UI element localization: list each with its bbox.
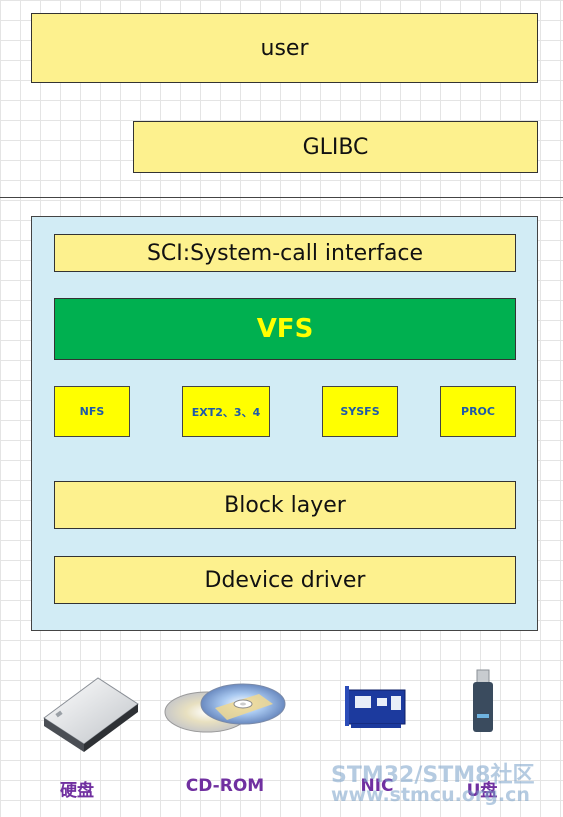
fs-ext: EXT2、3、4 [182, 386, 270, 437]
watermark-line2: www.stmcu.org.cn [331, 784, 530, 806]
fs-label: NFS [79, 405, 105, 418]
user-kernel-divider [0, 197, 563, 198]
device-label-nic: NIC [360, 776, 394, 796]
sci-layer: SCI:System-call interface [54, 234, 516, 272]
user-layer: user [31, 13, 538, 83]
glibc-label: GLIBC [302, 134, 369, 160]
fs-proc: PROC [440, 386, 516, 437]
usb-drive-icon [473, 669, 493, 732]
device-label-cdrom: CD-ROM [185, 776, 265, 796]
sci-label: SCI:System-call interface [146, 240, 424, 266]
fs-nfs: NFS [54, 386, 130, 437]
glibc-layer: GLIBC [133, 121, 538, 173]
nic-card-icon [345, 686, 406, 728]
device-label-usb: U盘 [466, 781, 498, 801]
driver-label: Ddevice driver [204, 567, 366, 593]
vfs-label: VFS [256, 314, 314, 344]
block-label: Block layer [224, 492, 346, 518]
block-layer: Block layer [54, 481, 516, 529]
fs-label: PROC [461, 405, 495, 418]
vfs-layer: VFS [54, 298, 516, 360]
device-label-hdd: 硬盘 [60, 781, 94, 801]
cd-rom-icon [164, 683, 286, 733]
watermark-line1: STM32/STM8社区 [331, 763, 535, 788]
fs-sysfs: SYSFS [322, 386, 398, 437]
hard-disk-icon [43, 677, 139, 752]
user-label: user [260, 35, 309, 61]
driver-layer: Ddevice driver [54, 556, 516, 604]
fs-label: SYSFS [340, 405, 380, 418]
fs-label: EXT2、3、4 [191, 405, 261, 419]
